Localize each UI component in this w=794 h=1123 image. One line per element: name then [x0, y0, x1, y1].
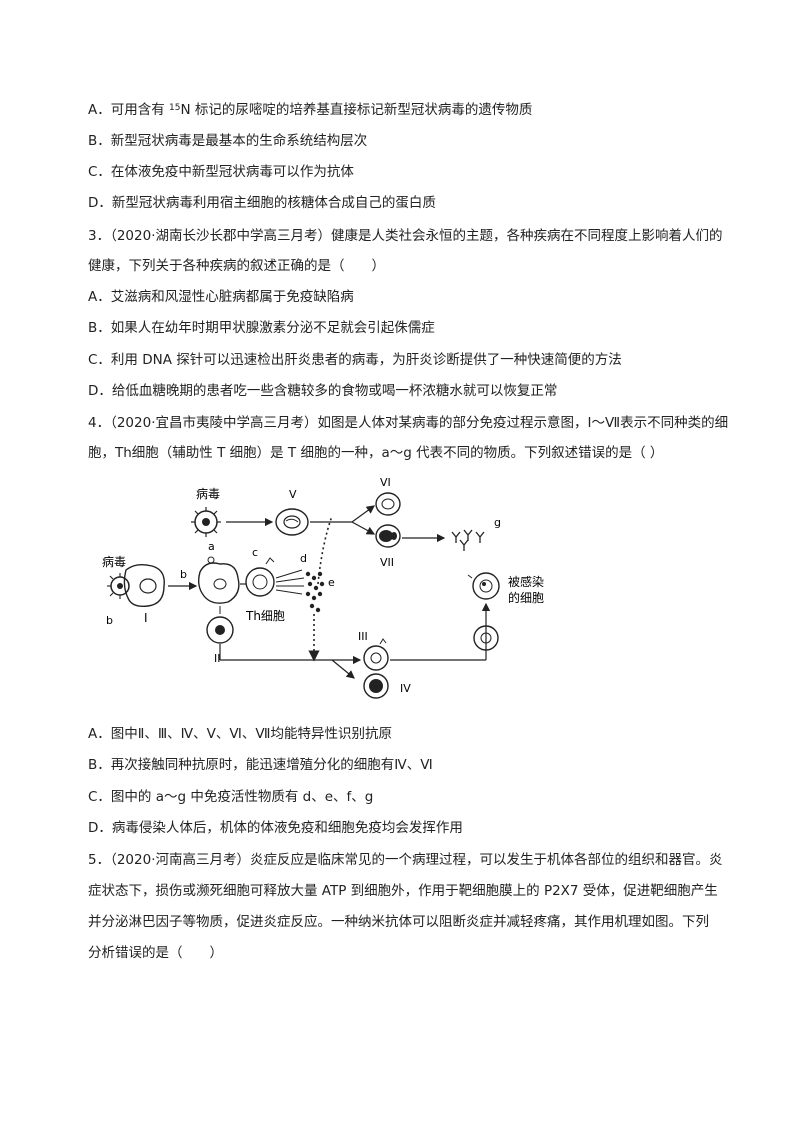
fig-infected-label-2: 的细胞 — [508, 590, 544, 605]
q2-option-d: D．新型冠状病毒利用宿主细胞的核糖体合成自己的蛋白质 — [88, 195, 436, 211]
antibody-icon — [451, 529, 485, 551]
q5-stem-line1: 5．（2020·河南高三月考）炎症反应是临床常见的一个病理过程，可以发生于机体各… — [88, 852, 723, 868]
immune-process-figure: 病毒 V VI VII g — [102, 476, 544, 699]
q3-option-b: B．如果人在幼年时期甲状腺激素分泌不足就会引起侏儒症 — [88, 320, 435, 336]
q2-option-c: C．在体液免疫中新型冠状病毒可以作为抗体 — [88, 164, 354, 180]
q4-stem-line2: 胞，Th细胞（辅助性 T 细胞）是 T 细胞的一种，a～g 代表不同的物质。下列… — [88, 445, 664, 461]
secretion-lines — [275, 569, 305, 595]
cell-VII — [375, 524, 401, 548]
fig-label-e: e — [328, 576, 335, 589]
th-cell — [245, 557, 275, 597]
fig-th-cell-label: Th细胞 — [245, 609, 285, 623]
q5-stem-line3: 并分泌淋巴因子等物质，促进炎症反应。一种纳米抗体可以阻断炎症并减轻疼痛，其作用机… — [88, 914, 709, 930]
fig-label-c: c — [252, 546, 258, 559]
isotope-superscript: 15 — [169, 103, 181, 113]
fig-label-d: d — [300, 552, 307, 565]
apc-cell — [197, 556, 240, 604]
q3-option-d: D．给低血糖晚期的患者吃一些含糖较多的食物或喝一杯浓糖水就可以恢复正常 — [88, 383, 558, 399]
fig-label-V: V — [289, 488, 297, 501]
cell-III — [363, 638, 389, 671]
fig-label-I: I — [144, 611, 148, 625]
cell-IV — [363, 673, 389, 699]
fig-infected-label-1: 被感染 — [508, 574, 544, 589]
q2-option-a: A．可用含有 15N 标记的尿嘧啶的培养基直接标记新型冠状病毒的遗传物质 — [88, 100, 532, 120]
fig-label-g: g — [494, 516, 501, 529]
q5-stem-line4: 分析错误的是（ ） — [88, 945, 223, 961]
fig-label-II: II — [214, 652, 221, 665]
q3-option-c: C．利用 DNA 探针可以迅速检出肝炎患者的病毒，为肝炎诊断提供了一种快速简便的… — [88, 352, 622, 368]
q3-stem-line1: 3．（2020·湖南长沙长郡中学高三月考）健康是人类社会永恒的主题，各种疾病在不… — [88, 228, 723, 244]
infected-cell-icon — [467, 572, 500, 600]
fig-label-a-mid: a — [208, 540, 215, 553]
q3-stem-line2: 健康，下列关于各种疾病的叙述正确的是（ ） — [88, 258, 385, 274]
virus-left-icon — [107, 573, 130, 599]
q5-stem-line2: 症状态下，损伤或濒死细胞可释放大量 ATP 到细胞外，作用于靶细胞膜上的 P2X… — [88, 883, 718, 899]
q4-option-d: D．病毒侵染人体后，机体的体液免疫和细胞免疫均会发挥作用 — [88, 820, 463, 836]
cell-I — [123, 563, 165, 608]
fig-virus-left-label: 病毒 — [102, 554, 126, 569]
q4-stem-line1: 4．（2020·宜昌市夷陵中学高三月考）如图是人体对某病毒的部分免疫过程示意图，… — [88, 415, 729, 431]
q2-option-a-text: A．可用含有 — [88, 102, 170, 118]
fig-label-IV: IV — [400, 682, 411, 695]
fig-label-b-mid: b — [180, 568, 187, 581]
q2-option-a-text-rest: N 标记的尿嘧啶的培养基直接标记新型冠状病毒的遗传物质 — [180, 102, 533, 118]
fig-label-III: III — [358, 630, 368, 643]
cell-VI — [375, 492, 401, 516]
q2-option-b: B．新型冠状病毒是最基本的生命系统结构层次 — [88, 133, 368, 149]
q4-option-c: C．图中的 a～g 中免疫活性物质有 d、e、f、g — [88, 789, 374, 805]
q4-option-b: B．再次接触同种抗原时，能迅速增殖分化的细胞有Ⅳ、Ⅵ — [88, 757, 433, 773]
cell-V — [275, 508, 309, 536]
q3-option-a: A．艾滋病和风湿性心脏病都属于免疫缺陷病 — [88, 289, 354, 305]
fig-label-b-left: b — [106, 614, 113, 627]
cell-II — [206, 616, 234, 644]
virus-top-icon — [191, 507, 221, 537]
infected-cell-icon-lower — [473, 625, 499, 651]
q4-option-a: A．图中Ⅱ、Ⅲ、Ⅳ、Ⅴ、Ⅵ、Ⅶ均能特异性识别抗原 — [88, 726, 392, 742]
fig-label-VII: VII — [380, 556, 394, 569]
cytokine-dots — [305, 571, 325, 613]
fig-label-VI: VI — [380, 476, 391, 489]
fig-virus-top-label: 病毒 — [196, 486, 220, 501]
